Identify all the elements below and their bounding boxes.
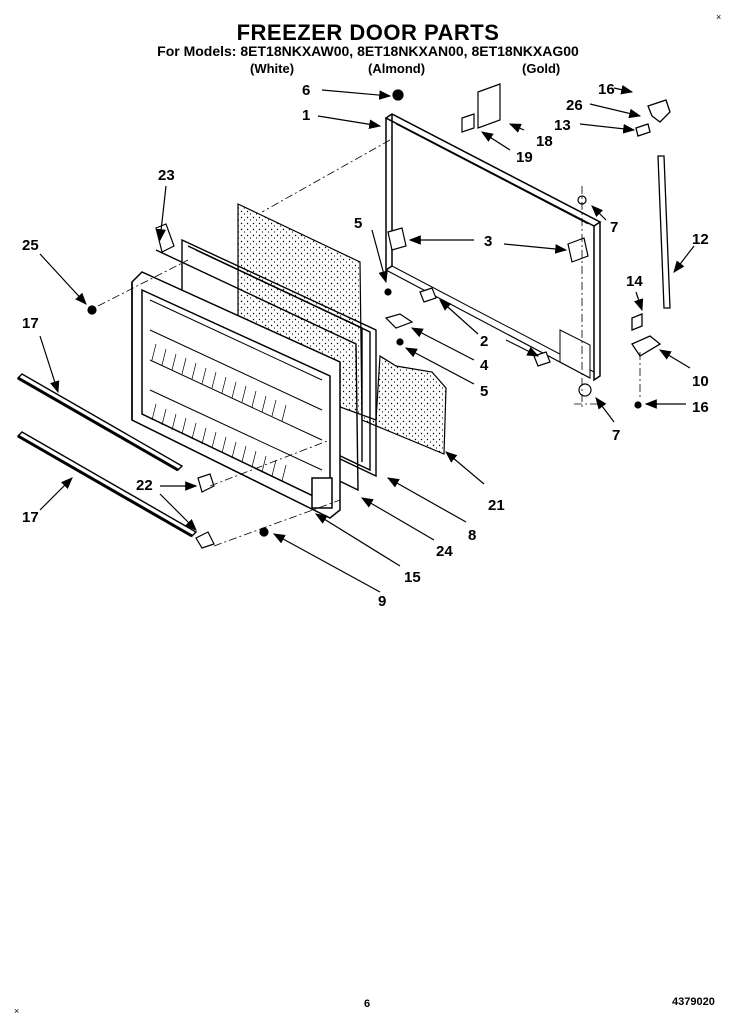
callout-18: 18 <box>536 133 553 150</box>
outer-door-panel <box>384 113 602 382</box>
color-white-label: (White) <box>250 61 295 76</box>
trim-endcaps <box>195 473 215 549</box>
callout-26: 26 <box>566 97 583 114</box>
callout-3: 3 <box>484 233 492 250</box>
callout-numbers: 6 1 18 19 16 26 13 7 3 5 12 14 2 4 5 10 … <box>22 81 709 610</box>
callout-5-top: 5 <box>354 215 362 232</box>
alignment-lines <box>97 139 641 547</box>
callout-24: 24 <box>436 543 453 560</box>
color-almond-label: (Almond) <box>368 61 426 76</box>
page-number: 6 <box>364 998 371 1010</box>
callout-17-bottom: 17 <box>22 509 39 526</box>
corner-mark-top-right: × <box>716 12 722 22</box>
callout-16-bottom: 16 <box>692 399 709 416</box>
callout-1: 1 <box>302 107 310 124</box>
callout-9: 9 <box>378 593 386 610</box>
callout-23: 23 <box>158 167 175 184</box>
callout-21: 21 <box>488 497 505 514</box>
color-gold-label: (Gold) <box>522 61 561 76</box>
corner-mark-bottom-left: × <box>14 1006 20 1016</box>
callout-17-top: 17 <box>22 315 39 332</box>
callout-8: 8 <box>468 527 476 544</box>
callout-14: 14 <box>626 273 643 290</box>
callout-16-top: 16 <box>598 81 615 98</box>
leader-lines <box>39 84 695 593</box>
callout-12: 12 <box>692 231 709 248</box>
callout-10: 10 <box>692 373 709 390</box>
callout-19: 19 <box>516 149 533 166</box>
callout-2: 2 <box>480 333 488 350</box>
callout-7-top: 7 <box>610 219 618 236</box>
callout-25: 25 <box>22 237 39 254</box>
door-hinges <box>631 99 671 357</box>
callout-5-bottom: 5 <box>480 383 488 400</box>
small-hardware <box>87 83 642 537</box>
callout-4: 4 <box>480 357 489 374</box>
model-list: For Models: 8ET18NKXAW00, 8ET18NKXAN00, … <box>157 43 579 59</box>
page-title: FREEZER DOOR PARTS <box>236 20 500 45</box>
callout-15: 15 <box>404 569 421 586</box>
callout-13: 13 <box>554 117 571 134</box>
document-number: 4379020 <box>672 996 715 1008</box>
callout-7-bottom: 7 <box>612 427 620 444</box>
door-trim-bars <box>16 373 198 538</box>
callout-6: 6 <box>302 82 310 99</box>
callout-22: 22 <box>136 477 153 494</box>
